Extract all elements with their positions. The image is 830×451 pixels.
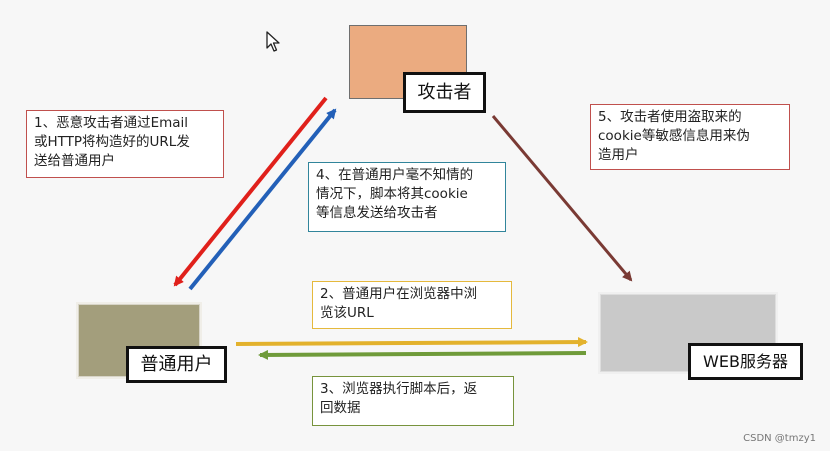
arrow-step5 xyxy=(491,115,633,282)
step3-line1: 3、浏览器执行脚本后，返 xyxy=(320,381,478,397)
step1-line1: 1、恶意攻击者通过Email xyxy=(34,115,189,131)
step2-line1: 2、普通用户在浏览器中浏 xyxy=(320,286,478,302)
arrow-step4 xyxy=(188,108,337,291)
user-label: 普通用户 xyxy=(126,346,227,383)
step3-line2: 回数据 xyxy=(320,400,361,416)
step2-note: 2、普通用户在浏览器中浏 览该URL xyxy=(312,281,512,329)
arrow-step2 xyxy=(235,337,588,348)
step1-line3: 送给普通用户 xyxy=(34,153,115,169)
step5-line1: 5、攻击者使用盗取来的 xyxy=(598,109,742,125)
step5-line3: 造用户 xyxy=(598,147,639,163)
step1-note: 1、恶意攻击者通过Email 或HTTP将构造好的URL发 送给普通用户 xyxy=(26,110,224,178)
step4-line2: 情况下，脚本将其cookie xyxy=(316,186,468,202)
arrow-step3 xyxy=(258,349,587,360)
step4-line3: 等信息发送给攻击者 xyxy=(316,205,438,221)
step5-note: 5、攻击者使用盗取来的 cookie等敏感信息用来伪 造用户 xyxy=(590,104,790,170)
step2-line2: 览该URL xyxy=(320,305,374,321)
step4-line1: 4、在普通用户毫不知情的 xyxy=(316,167,474,183)
arrow-step1 xyxy=(173,96,328,287)
server-label: WEB服务器 xyxy=(688,343,803,380)
watermark: CSDN @tmzy1 xyxy=(743,433,816,444)
step4-note: 4、在普通用户毫不知情的 情况下，脚本将其cookie 等信息发送给攻击者 xyxy=(308,162,506,232)
mouse-pointer-icon xyxy=(266,31,280,52)
attacker-label: 攻击者 xyxy=(403,72,486,113)
step1-line2: 或HTTP将构造好的URL发 xyxy=(34,134,190,150)
step5-line2: cookie等敏感信息用来伪 xyxy=(598,128,750,144)
step3-note: 3、浏览器执行脚本后，返 回数据 xyxy=(312,376,514,426)
